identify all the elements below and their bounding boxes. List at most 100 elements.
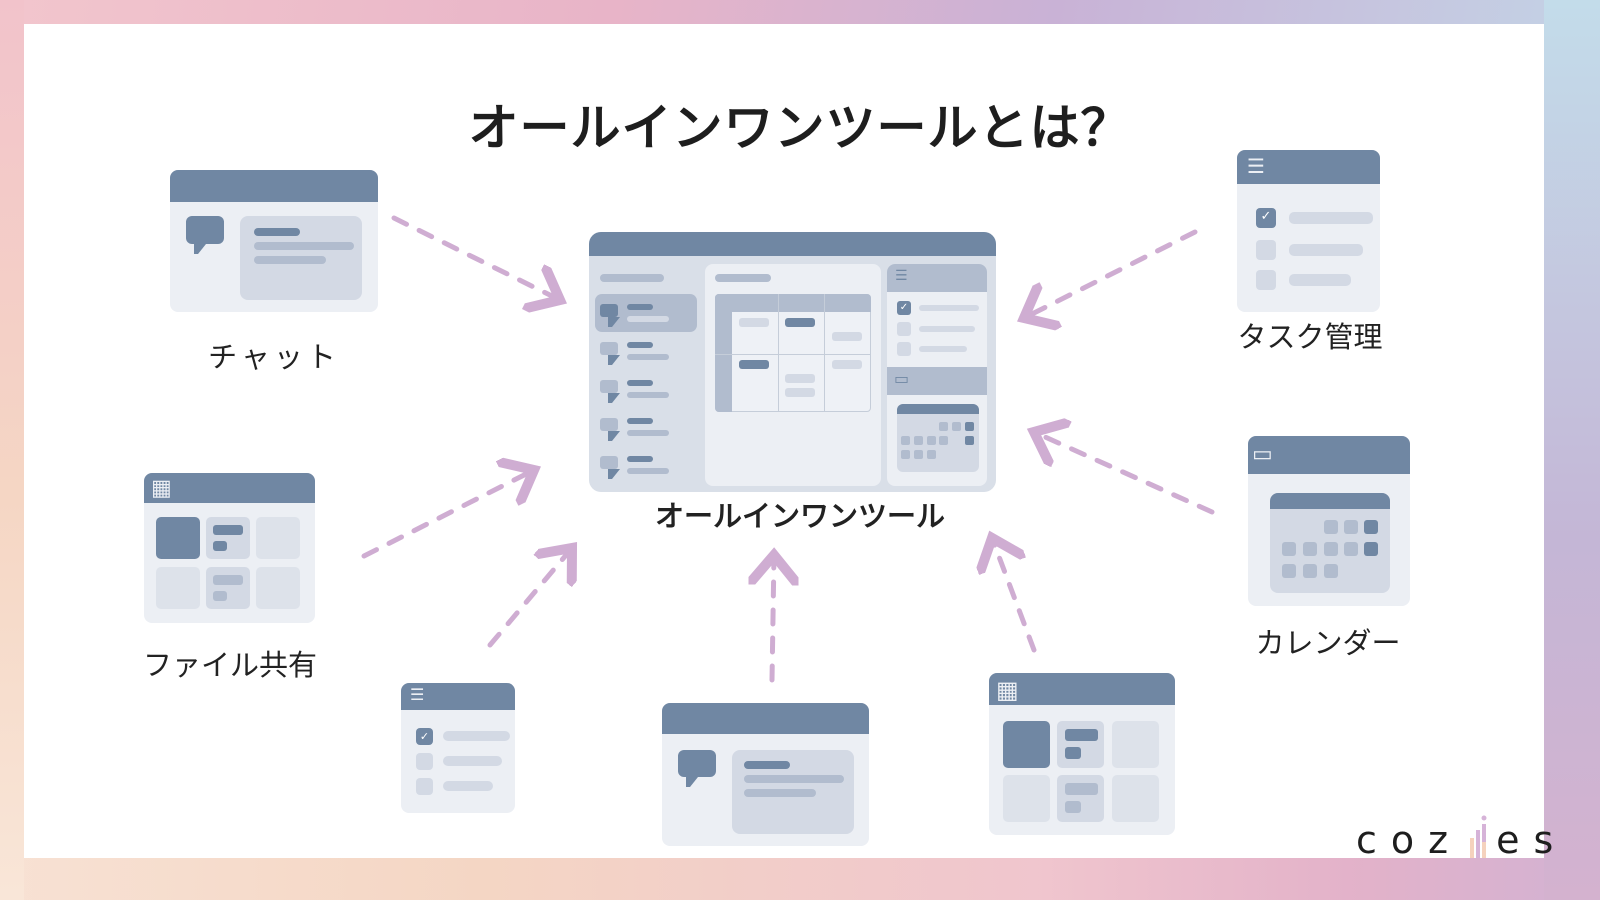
window-title-bar xyxy=(1237,150,1380,184)
placeholder-line xyxy=(443,781,493,791)
placeholder-line xyxy=(254,242,354,250)
file-card xyxy=(156,517,200,559)
checklist-icon: ☰ xyxy=(1247,154,1265,178)
placeholder-line xyxy=(627,304,653,310)
file-card xyxy=(256,567,300,609)
calendar-day xyxy=(1303,564,1317,578)
placeholder-line xyxy=(627,468,669,474)
placeholder-line xyxy=(443,731,510,741)
placeholder-line xyxy=(627,418,653,424)
calendar-panel-header xyxy=(887,367,987,395)
label-chat: チャット xyxy=(208,340,340,374)
placeholder-line xyxy=(919,305,979,311)
calendar-day xyxy=(1303,542,1317,556)
calendar-day xyxy=(1364,542,1378,556)
calendar-day xyxy=(1344,520,1358,534)
logo-text-right: es xyxy=(1496,818,1568,862)
task-tile-small: ☰ ✓ xyxy=(401,683,515,813)
board-header-row xyxy=(715,294,871,312)
logo-bars-icon xyxy=(1470,815,1487,858)
calendar-day xyxy=(901,436,910,445)
file-card xyxy=(1057,775,1104,822)
placeholder-line xyxy=(627,380,653,386)
window-title-bar xyxy=(170,170,378,202)
file-card xyxy=(1112,775,1159,822)
background-gradient-right xyxy=(1544,0,1600,900)
placeholder-line xyxy=(715,274,771,282)
board-card xyxy=(785,318,815,327)
window-title-bar xyxy=(662,703,869,734)
checklist-icon: ☰ xyxy=(895,268,908,284)
placeholder-line xyxy=(213,525,243,535)
calendar-day xyxy=(965,422,974,431)
checkbox-empty-icon xyxy=(416,778,433,795)
calendar-day xyxy=(1344,542,1358,556)
calendar-day xyxy=(901,450,910,459)
window-title-bar xyxy=(589,232,996,256)
divider xyxy=(824,294,825,412)
calendar-day xyxy=(939,422,948,431)
calendar-day xyxy=(914,436,923,445)
file-card xyxy=(206,517,250,559)
checkbox-checked-icon: ✓ xyxy=(897,301,911,315)
calendar-day xyxy=(965,436,974,445)
placeholder-line xyxy=(1289,244,1363,256)
placeholder-line xyxy=(627,430,669,436)
placeholder-line xyxy=(1065,783,1098,795)
chat-bubble-icon xyxy=(600,380,620,403)
chat-bubble-icon xyxy=(600,456,620,479)
placeholder-line xyxy=(919,326,975,332)
background-gradient-left xyxy=(0,0,24,900)
calendar-icon: ▭ xyxy=(894,369,910,388)
chat-bubble-icon xyxy=(600,418,620,441)
window-title-bar xyxy=(144,473,315,503)
file-share-tile: ▦ xyxy=(144,473,315,623)
file-share-tile-small: ▦ xyxy=(989,673,1175,835)
calendar-day xyxy=(1324,542,1338,556)
placeholder-line xyxy=(1289,274,1351,286)
placeholder-line xyxy=(627,456,653,462)
file-card xyxy=(256,517,300,559)
label-file-share: ファイル共有 xyxy=(142,648,317,682)
board-side-column xyxy=(715,294,732,412)
calendar-day xyxy=(952,422,961,431)
label-calendar: カレンダー xyxy=(1255,626,1401,660)
slide-title: オールインワンツールとは？ xyxy=(468,99,1132,157)
placeholder-line xyxy=(254,256,326,264)
placeholder-line xyxy=(213,575,243,585)
divider xyxy=(715,354,871,355)
calendar-icon: ▭ xyxy=(1252,442,1273,467)
calendar-day xyxy=(1282,564,1296,578)
divider xyxy=(778,294,779,412)
calendar-day xyxy=(1324,564,1338,578)
checklist-icon: ☰ xyxy=(410,685,425,704)
file-card xyxy=(1057,721,1104,768)
file-card xyxy=(206,567,250,609)
grid-icon: ▦ xyxy=(996,676,1019,704)
board-card xyxy=(739,318,769,327)
placeholder-line xyxy=(600,274,664,282)
calendar-header xyxy=(1270,493,1390,509)
window-title-bar xyxy=(1248,436,1410,474)
placeholder-line xyxy=(443,756,502,766)
placeholder-line xyxy=(1065,747,1081,759)
placeholder-line xyxy=(213,541,227,551)
calendar-day xyxy=(927,436,936,445)
board-card xyxy=(832,360,862,369)
file-card xyxy=(1003,775,1050,822)
placeholder-line xyxy=(744,775,844,783)
mini-calendar-header xyxy=(897,404,979,414)
placeholder-line xyxy=(627,392,669,398)
placeholder-line xyxy=(254,228,300,236)
placeholder-line xyxy=(1289,212,1373,224)
window-title-bar xyxy=(401,683,515,710)
checkbox-empty-icon xyxy=(897,322,911,336)
placeholder-line xyxy=(1065,729,1098,741)
placeholder-line xyxy=(213,591,227,601)
chat-bubble-icon xyxy=(186,216,224,254)
placeholder-line xyxy=(744,761,790,769)
file-card xyxy=(1003,721,1050,768)
chat-bubble-icon xyxy=(600,342,620,365)
board-card xyxy=(739,360,769,369)
checkbox-empty-icon xyxy=(1256,270,1276,290)
